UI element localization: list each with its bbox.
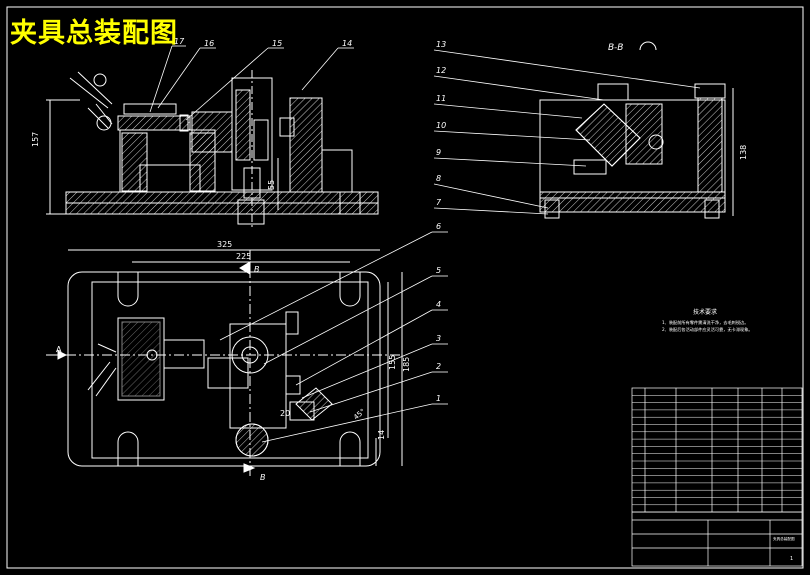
- view-label-b-top: B: [254, 265, 260, 274]
- title-block-drawing-name: 夹具总装配图: [773, 536, 795, 541]
- plan-dim-325: 325: [217, 240, 232, 249]
- callout-16: 16: [204, 39, 214, 48]
- front-dim-157: 157: [31, 132, 40, 147]
- plan-callout-leaders: [219, 231, 448, 443]
- view-label-a: A: [56, 345, 62, 354]
- callout-13: 13: [436, 40, 446, 49]
- plan-dim-20: 20: [280, 409, 290, 418]
- side-callout-leaders: [433, 49, 701, 215]
- drawing-frame: [6, 6, 804, 569]
- section-label-bb: B-B: [608, 43, 623, 53]
- plan-dim-185: 185: [402, 357, 411, 372]
- callout-4: 4: [436, 300, 441, 309]
- front-dim-55: 55: [267, 180, 276, 190]
- drawing-title: 夹具总装配图: [10, 18, 178, 49]
- view-label-b-bottom: B: [260, 473, 266, 482]
- callout-11: 11: [436, 94, 446, 103]
- callout-10: 10: [436, 121, 446, 130]
- title-block-sheet: 1: [790, 556, 793, 562]
- side-section-view: [539, 83, 734, 219]
- plan-dim-155: 155: [388, 355, 397, 370]
- callout-3: 3: [436, 334, 441, 343]
- callout-14: 14: [342, 39, 352, 48]
- tech-requirement-1: 1、装配前所有零件需清洗干净，去毛刺锐边。: [662, 319, 748, 326]
- rotation-arrow: [639, 41, 657, 51]
- plan-dim-14: 14: [377, 430, 386, 440]
- callout-12: 12: [436, 66, 446, 75]
- plan-view: [46, 249, 403, 478]
- front-callout-leaders: [149, 45, 354, 121]
- callout-5: 5: [436, 266, 441, 275]
- callout-6: 6: [436, 222, 441, 231]
- callout-15: 15: [272, 39, 282, 48]
- tech-requirement-2: 2、装配后各活动部件应灵活可靠，无卡滞现象。: [662, 326, 753, 333]
- callout-9: 9: [436, 148, 441, 157]
- front-view: [46, 70, 379, 230]
- parts-list-rows: [632, 395, 802, 513]
- callout-17: 17: [174, 37, 185, 46]
- side-dim-138: 138: [739, 145, 748, 160]
- tech-requirements-heading: 技术要求: [693, 308, 717, 316]
- callout-2: 2: [436, 362, 441, 371]
- callout-1: 1: [436, 394, 441, 403]
- plan-dim-225: 225: [236, 252, 251, 261]
- callout-8: 8: [436, 174, 441, 183]
- callout-7: 7: [436, 198, 442, 207]
